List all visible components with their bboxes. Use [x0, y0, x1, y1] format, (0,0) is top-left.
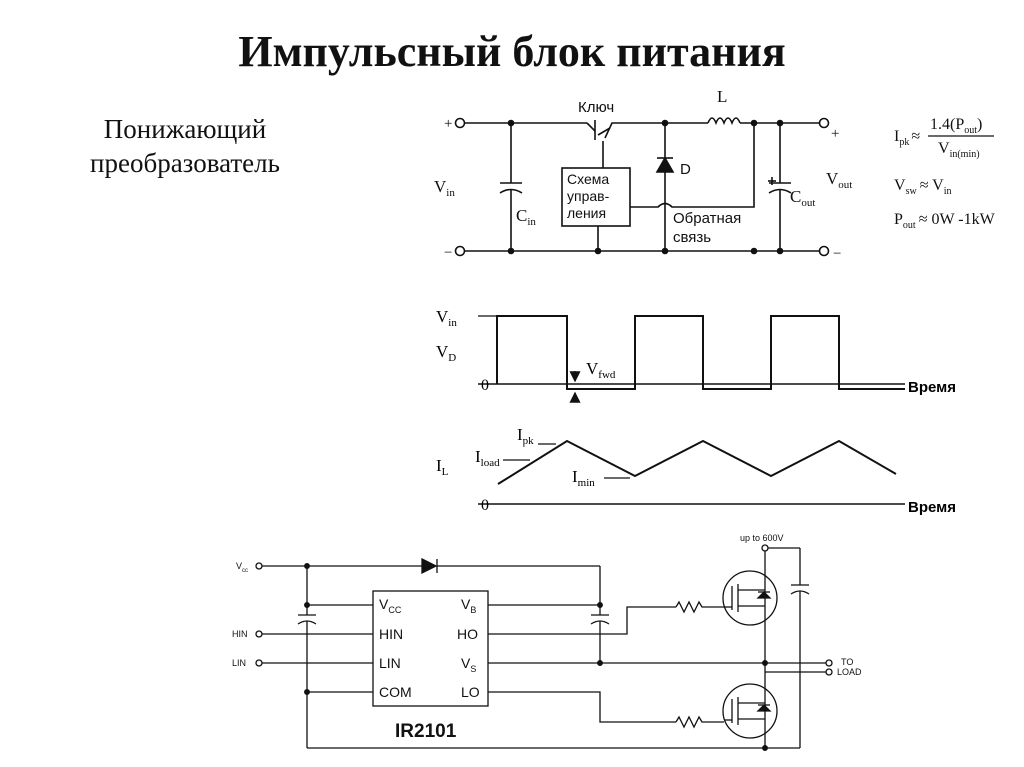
to-label: TO [841, 657, 853, 667]
current-time-label: Время [908, 499, 956, 516]
subtitle-line-2: преобразователь [90, 148, 280, 178]
driver-labels: Vcc HIN LIN VCC HIN LIN COM VB HO VS LO … [232, 533, 862, 742]
formula-pout: Pout≈ 0W -1kW [894, 211, 996, 231]
chip-name: IR2101 [395, 721, 457, 742]
iload-label: Iload [475, 447, 500, 469]
pin-vs-label: VS [461, 655, 476, 674]
current-graph: IL Ipk Iload Imin 0 Время [436, 425, 956, 516]
pin-ho-label: HO [457, 626, 478, 642]
control-label-line-3: ления [567, 205, 606, 221]
formula-ipk: Ipk≈ [894, 128, 920, 148]
formulas: Ipk≈ 1.4(Pout) Vin(min) Vsw≈ Vin Pout≈ 0… [894, 116, 996, 231]
plus-output-label: + [831, 126, 839, 142]
voltage-waveform [496, 315, 905, 390]
current-waveform [497, 439, 897, 485]
inductor-label: L [717, 87, 727, 106]
minus-output-label: − [833, 246, 841, 262]
vin-label: Vin [434, 177, 455, 199]
subtitle: Понижающий преобразователь [60, 112, 310, 180]
vin-axis-label: Vin [436, 307, 457, 329]
lin-input-label: LIN [232, 658, 246, 668]
key-label: Ключ [578, 99, 614, 116]
control-label-line-1: Схема [567, 171, 609, 187]
voltage-time-label: Время [908, 379, 956, 396]
pin-vcc-label: VCC [379, 596, 402, 615]
cin-label: Cin [516, 206, 536, 228]
formula-denominator: Vin(min) [938, 140, 980, 160]
pin-com-label: COM [379, 684, 412, 700]
imin-label: Imin [572, 467, 595, 489]
pin-hin-label: HIN [379, 626, 403, 642]
vout-label: Vout [826, 169, 852, 191]
formula-vsw: Vsw≈ Vin [894, 177, 952, 197]
il-axis-label: IL [436, 456, 449, 478]
subtitle-line-1: Понижающий [103, 114, 267, 144]
feedback-label-line-2: связь [673, 229, 711, 246]
formula-numerator: 1.4(Pout) [930, 116, 982, 136]
pin-lin-label: LIN [379, 655, 401, 671]
current-zero-label: 0 [481, 497, 489, 514]
diode-label: D [680, 161, 691, 178]
voltage-zero-label: 0 [481, 377, 489, 394]
vfwd-label: Vfwd [586, 359, 616, 381]
voltage-graph: Vin VD 0 Vfwd Время [436, 307, 956, 403]
pin-lo-label: LO [461, 684, 480, 700]
plus-input-label: + [444, 116, 452, 132]
buck-labels: + − + − Vin Cin Ключ L D Схема управ- ле… [434, 87, 852, 262]
pin-vb-label: VB [461, 596, 476, 615]
load-label: LOAD [837, 667, 862, 677]
control-label-line-2: управ- [567, 188, 610, 204]
vd-axis-label: VD [436, 342, 456, 364]
driver-schematic [255, 544, 833, 751]
supply-label: up to 600V [740, 533, 784, 543]
buck-schematic [454, 117, 830, 257]
feedback-label-line-1: Обратная [673, 210, 741, 227]
hin-input-label: HIN [232, 629, 248, 639]
vcc-input-label: Vcc [236, 561, 248, 574]
ipk-label: Ipk [517, 425, 534, 447]
page-title: Импульсный блок питания [238, 27, 786, 76]
cout-label: Cout [790, 187, 815, 209]
minus-input-label: − [444, 245, 452, 261]
